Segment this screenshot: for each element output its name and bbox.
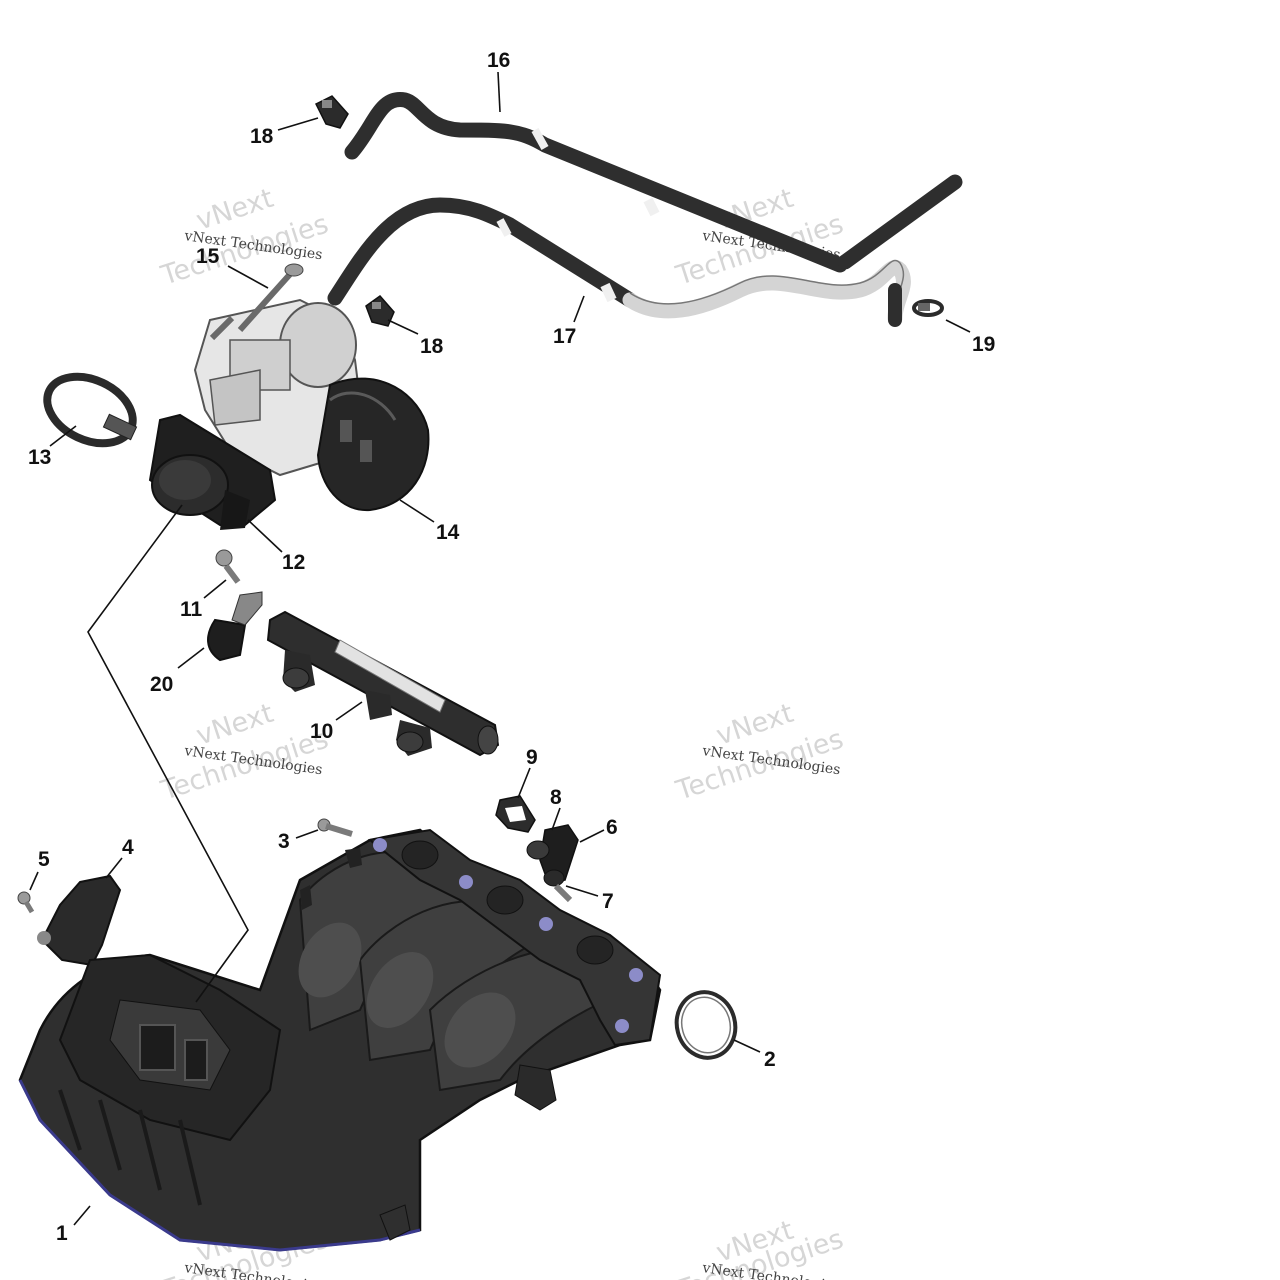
screw-5 <box>17 891 35 914</box>
callout-19: 19 <box>972 333 995 356</box>
screw-11 <box>215 549 241 584</box>
clamp-13 <box>43 372 138 448</box>
watermark-mid-left: vNext Technologies vNext Technologies <box>157 698 332 807</box>
watermark-mid-right: vNext Technologies vNext Technologies <box>672 698 847 807</box>
clip-9 <box>495 795 536 833</box>
fuel-rail-10 <box>266 610 500 757</box>
callout-20: 20 <box>150 673 173 696</box>
callout-3: 3 <box>278 830 290 853</box>
throttle-body-14 <box>193 298 430 512</box>
callout-18: 18 <box>420 335 444 358</box>
gasket-2 <box>674 990 738 1060</box>
callout-labels: 1 2 3 4 5 6 7 8 9 10 11 12 13 14 15 16 1… <box>28 49 995 1245</box>
assembly-guide-line <box>87 504 249 1003</box>
callout-14: 14 <box>436 521 460 544</box>
callout-8: 8 <box>550 786 562 809</box>
sensor-6 <box>526 824 579 887</box>
hose-clip-18-lower <box>365 294 395 327</box>
callout-16: 16 <box>487 49 510 72</box>
callout-9: 9 <box>526 746 538 769</box>
hose-clip-18-top <box>314 95 349 129</box>
callout-1: 1 <box>56 1222 68 1245</box>
bolt-15 <box>209 263 304 341</box>
hose-clamp-19 <box>912 299 944 317</box>
callout-6: 6 <box>606 816 618 839</box>
callout-10: 10 <box>310 720 333 743</box>
callout-15: 15 <box>196 245 220 268</box>
callout-18: 18 <box>250 125 274 148</box>
clip-20 <box>207 591 263 662</box>
map-sensor-4 <box>37 874 122 967</box>
hose-17 <box>327 197 911 327</box>
screw-7 <box>553 883 573 903</box>
hose-16 <box>344 92 963 273</box>
adapter-12 <box>148 413 277 530</box>
callout-13: 13 <box>28 446 51 469</box>
intake-manifold-1 <box>18 828 662 1252</box>
callout-4: 4 <box>122 836 134 859</box>
callout-12: 12 <box>282 551 305 574</box>
callout-2: 2 <box>764 1048 776 1071</box>
callout-5: 5 <box>38 848 50 871</box>
callout-7: 7 <box>602 890 614 913</box>
leader-lines <box>29 71 971 1226</box>
callout-11: 11 <box>180 598 203 621</box>
watermark-bottom-right: vNext Technologies vNext Technologies <box>672 1215 847 1280</box>
callout-17: 17 <box>553 325 576 348</box>
bolt-3 <box>317 818 353 837</box>
